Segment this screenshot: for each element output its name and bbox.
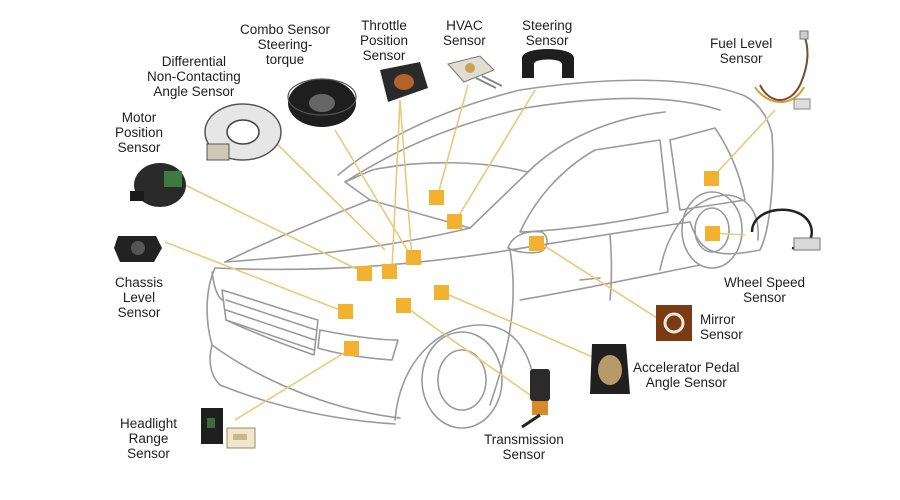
headlight-range-sensor-icon: [201, 408, 256, 449]
label-line: Sensor: [443, 33, 486, 48]
marker-accelerator: [434, 285, 449, 300]
label-line: Position: [115, 125, 164, 140]
label-line: Non-Contacting: [147, 69, 241, 84]
label-line: Level: [122, 290, 156, 305]
label-line: Fuel Level: [710, 36, 773, 51]
label-line: Sensor: [117, 305, 161, 320]
marker-headlight: [344, 341, 359, 356]
label-line: Steering: [522, 18, 573, 33]
label-line: Combo Sensor: [240, 22, 331, 37]
marker-differential: [357, 266, 372, 281]
label-fuel-level-sensor: Fuel Level Sensor: [710, 36, 772, 66]
label-line: Transmission: [484, 432, 564, 447]
label-chassis-level-sensor: Chassis Level Sensor: [115, 275, 163, 320]
label-line: Angle Sensor: [153, 84, 235, 99]
label-line: Range: [128, 431, 169, 446]
label-line: Sensor: [700, 327, 743, 342]
car-outline: [206, 79, 774, 429]
label-mirror-sensor: Mirror Sensor: [700, 312, 743, 342]
label-line: Position: [360, 33, 409, 48]
marker-wheel: [705, 226, 720, 241]
label-headlight-range-sensor: Headlight Range Sensor: [120, 416, 177, 461]
label-line: Headlight: [120, 416, 178, 431]
label-line: Throttle: [361, 18, 407, 33]
label-line: Chassis: [115, 275, 164, 290]
fuel-level-sensor-icon: [754, 30, 811, 110]
label-accelerator-pedal-sensor: Accelerator Pedal Angle Sensor: [633, 360, 740, 390]
label-line: Accelerator Pedal: [633, 360, 740, 375]
label-line: Sensor: [502, 447, 546, 462]
label-differential-angle-sensor: Differential Non-Contacting Angle Sensor: [147, 54, 241, 99]
motor-position-sensor-icon: [130, 163, 186, 207]
leader-lines: [164, 84, 776, 421]
label-line: Sensor: [719, 51, 763, 66]
label-line: Angle Sensor: [645, 375, 727, 390]
label-transmission-sensor: Transmission Sensor: [484, 432, 564, 462]
location-markers: [338, 171, 720, 356]
label-line: Steering-: [257, 37, 313, 52]
accelerator-pedal-sensor-icon: [590, 344, 630, 394]
label-line: HVAC: [446, 18, 483, 33]
differential-angle-sensor-icon: [204, 103, 282, 161]
throttle-position-sensor-icon: [380, 62, 428, 102]
label-line: Sensor: [117, 140, 161, 155]
mirror-sensor-icon: [656, 305, 692, 341]
marker-transmission: [396, 298, 411, 313]
marker-hvac: [429, 190, 444, 205]
transmission-sensor-icon: [521, 369, 550, 429]
hvac-sensor-icon: [447, 55, 503, 89]
label-steering-sensor: Steering Sensor: [522, 18, 572, 48]
label-motor-position-sensor: Motor Position Sensor: [115, 110, 163, 155]
label-line: Mirror: [700, 312, 736, 327]
label-line: Wheel Speed: [724, 275, 806, 290]
label-line: Motor: [121, 110, 157, 125]
marker-chassis: [338, 304, 353, 319]
label-line: Differential: [161, 54, 227, 69]
label-line: Sensor: [127, 446, 170, 461]
chassis-level-sensor-icon: [114, 236, 162, 262]
marker-combo: [382, 264, 397, 279]
label-line: Sensor: [362, 48, 406, 63]
wheel-speed-sensor-icon: [750, 208, 821, 251]
marker-mirror: [529, 236, 544, 251]
label-hvac-sensor: HVAC Sensor: [443, 18, 486, 48]
label-wheel-speed-sensor: Wheel Speed Sensor: [724, 275, 805, 305]
label-combo-sensor: Combo Sensor Steering- torque: [240, 22, 330, 67]
label-line: torque: [265, 52, 305, 67]
combo-steering-torque-sensor-icon: [287, 78, 357, 127]
label-line: Sensor: [743, 290, 786, 305]
marker-throttle: [406, 250, 421, 265]
steering-sensor-icon: [522, 49, 574, 78]
marker-fuel: [704, 171, 719, 186]
label-line: Sensor: [525, 33, 569, 48]
marker-steering: [447, 214, 462, 229]
label-throttle-position-sensor: Throttle Position Sensor: [360, 18, 408, 63]
